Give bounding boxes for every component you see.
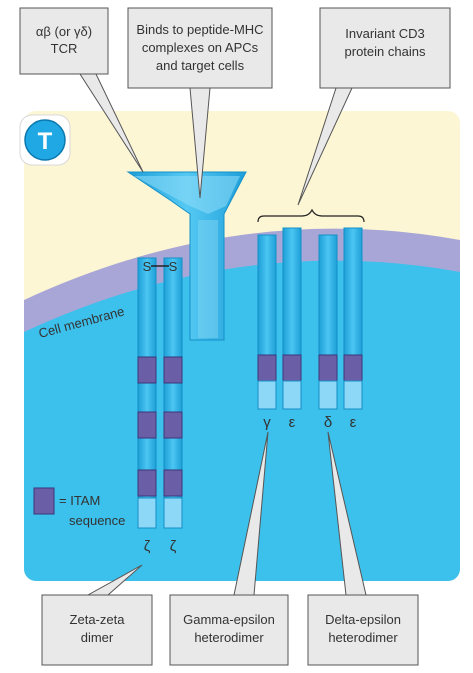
callout-delta-epsilon-line-1: Delta-epsilon — [325, 612, 401, 627]
itam-legend: = ITAM sequence — [33, 487, 125, 528]
itam-block — [137, 411, 157, 439]
callout-binds: Binds to peptide-MHC complexes on APCs a… — [127, 7, 273, 89]
itam-block — [137, 469, 157, 497]
itam-block — [318, 354, 338, 382]
zeta-chain-2 — [163, 257, 183, 529]
itam-block — [163, 469, 183, 497]
callout-tcr: αβ (or γδ) TCR — [19, 7, 109, 75]
callout-binds-line-2: complexes on APCs — [142, 40, 259, 55]
callout-cd3-line-1: Invariant CD3 — [345, 26, 424, 41]
itam-block — [282, 354, 302, 382]
cytoplasm — [24, 258, 460, 581]
cd3-epsilon-chain-1 — [282, 227, 302, 410]
chain-label-gamma: γ — [263, 414, 271, 431]
t-cell-badge: T — [19, 114, 71, 166]
itam-legend-line-1: = ITAM — [59, 493, 100, 508]
disulfide-bond: S S — [143, 259, 178, 274]
callout-tcr-line-2: TCR — [51, 41, 78, 56]
chain-label-zeta-2: ζ — [170, 538, 177, 555]
callout-zeta-line-1: Zeta-zeta — [70, 612, 126, 627]
callout-gamma-epsilon: Gamma-epsilon heterodimer — [169, 594, 289, 666]
itam-block — [343, 354, 363, 382]
callout-cd3: Invariant CD3 protein chains — [319, 7, 451, 89]
callout-delta-epsilon: Delta-epsilon heterodimer — [307, 594, 419, 666]
callout-gamma-epsilon-line-1: Gamma-epsilon — [183, 612, 275, 627]
itam-legend-line-2: sequence — [69, 513, 125, 528]
disulfide-s-left: S — [143, 259, 152, 274]
callout-delta-epsilon-line-2: heterodimer — [328, 630, 398, 645]
callout-cd3-line-2: protein chains — [345, 44, 426, 59]
callout-tcr-line-1: αβ (or γδ) — [36, 24, 92, 39]
chain-label-delta: δ — [324, 414, 332, 431]
cd3-gamma-chain — [257, 234, 277, 410]
cd3-delta-chain — [318, 234, 338, 410]
callout-gamma-epsilon-line-2: heterodimer — [194, 630, 264, 645]
itam-block — [163, 411, 183, 439]
cd3-brace — [257, 208, 365, 223]
itam-block — [257, 354, 277, 382]
callout-zeta-dimer: Zeta-zeta dimer — [41, 594, 153, 666]
callout-binds-line-1: Binds to peptide-MHC — [136, 22, 263, 37]
chain-label-epsilon-1: ε — [289, 414, 296, 431]
disulfide-s-right: S — [169, 259, 178, 274]
cd3-epsilon-chain-2 — [343, 227, 363, 410]
callout-zeta-line-2: dimer — [81, 630, 114, 645]
callout-binds-line-3: and target cells — [156, 58, 245, 73]
chain-label-epsilon-2: ε — [350, 414, 357, 431]
zeta-chain-1 — [137, 257, 157, 529]
itam-block — [163, 356, 183, 384]
t-cell-badge-letter: T — [38, 128, 53, 155]
chain-label-zeta-1: ζ — [144, 538, 151, 555]
itam-block — [137, 356, 157, 384]
tcr-receptor — [126, 171, 247, 341]
callout-pointers — [79, 73, 367, 596]
itam-legend-swatch — [33, 487, 55, 515]
